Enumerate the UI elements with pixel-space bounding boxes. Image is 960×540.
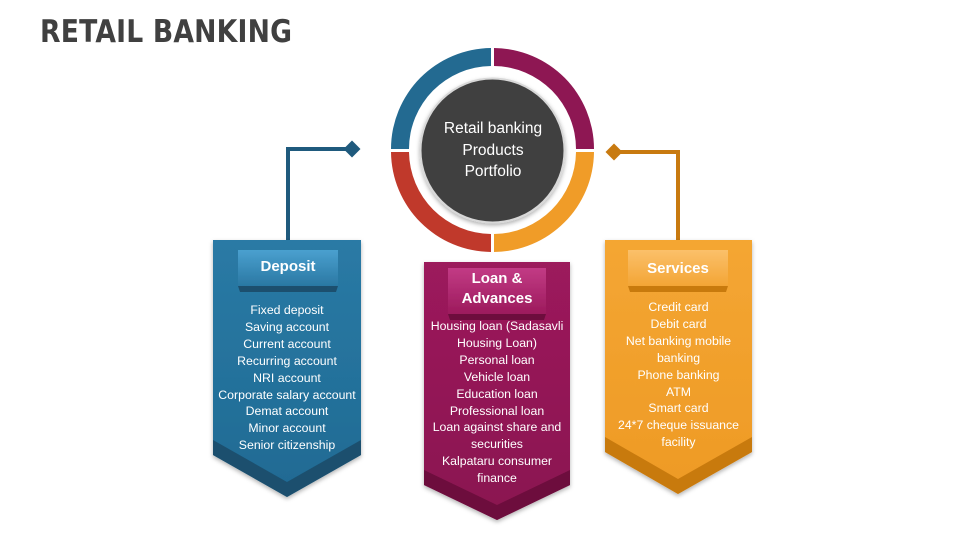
list-item: Net banking mobile [625, 333, 732, 348]
list-item: Debit card [650, 316, 707, 331]
services-list: Credit card Debit card Net banking mobil… [605, 299, 752, 451]
list-item: Vehicle loan [463, 369, 531, 384]
list-item: NRI account [253, 370, 321, 385]
list-item: Smart card [648, 401, 709, 416]
loan-heading-line: Advances [461, 290, 533, 307]
list-item: Housing loan (Sadasavli [430, 319, 564, 333]
services-panel: Services Credit card Debit card Net bank… [605, 240, 752, 494]
center-line: Retail banking [443, 120, 543, 137]
list-item: Phone banking [637, 367, 720, 382]
loan-heading-line: Loan & [471, 270, 523, 287]
list-item: Corporate salary account [218, 387, 356, 402]
loan-heading: Loan & Advances [448, 269, 546, 309]
list-item: Loan against share and [432, 420, 562, 435]
ring-segment-magenta [494, 48, 594, 149]
center-line: Products [462, 141, 524, 159]
list-item: Minor account [248, 421, 326, 436]
list-item: Education loan [456, 386, 538, 401]
ring-segments [391, 48, 594, 252]
list-item: Professional loan [449, 403, 545, 418]
list-item: banking [656, 350, 701, 365]
ring-segment-red [391, 152, 491, 252]
services-panel-shape [605, 240, 752, 494]
list-item: Current account [243, 336, 331, 351]
page-title: RETAIL BANKING [40, 14, 293, 50]
services-heading: Services [647, 260, 709, 277]
list-item: 24*7 cheque issuance [617, 418, 739, 433]
deposit-panel-shape [213, 240, 361, 497]
services-connector [605, 143, 680, 244]
ring-segment-orange [494, 152, 594, 252]
list-item: Senior citizenship [238, 438, 336, 453]
center-label: Retail banking Products Portfolio [421, 118, 565, 183]
list-item: Housing Loan) [457, 335, 537, 350]
list-item: ATM [665, 384, 692, 399]
ring-segment-blue [391, 48, 491, 149]
list-item: Recurring account [237, 353, 337, 368]
list-item: Fixed deposit [250, 303, 324, 317]
center-circle [419, 77, 566, 224]
list-item: Kalpataru consumer [441, 454, 553, 469]
loan-list: Housing loan (Sadasavli Housing Loan) Pe… [424, 318, 570, 487]
list-item: Demat account [245, 404, 329, 419]
deposit-panel: Deposit Fixed deposit Saving account Cur… [213, 240, 361, 497]
deposit-list: Fixed deposit Saving account Current acc… [213, 302, 361, 454]
deposit-connector [286, 140, 361, 244]
list-item: facility [661, 435, 696, 450]
loan-panel: Loan & Advances Housing loan (Sadasavli … [424, 262, 570, 520]
list-item: finance [477, 471, 517, 486]
center-line: Portfolio [464, 163, 522, 180]
deposit-heading: Deposit [260, 258, 316, 275]
list-item: Saving account [244, 319, 330, 334]
list-item: Personal loan [459, 352, 535, 367]
loan-panel-shape [424, 262, 570, 520]
list-item: Credit card [648, 300, 709, 314]
list-item: securities [471, 437, 523, 452]
